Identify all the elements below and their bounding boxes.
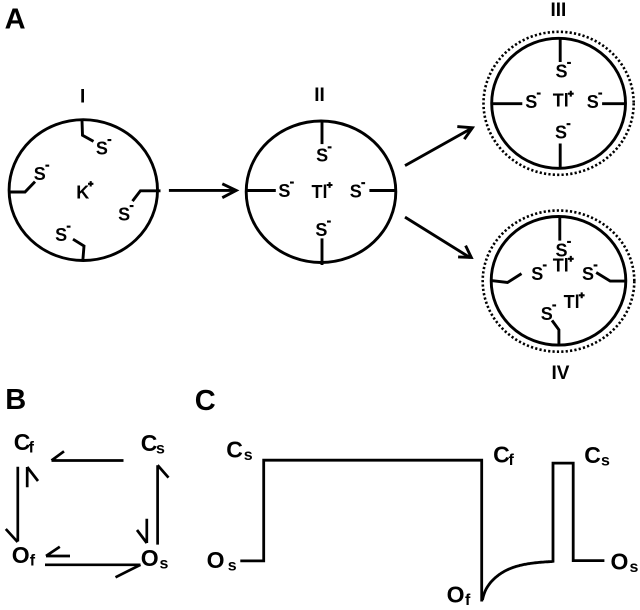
svg-text:II: II xyxy=(314,85,325,106)
svg-text:C: C xyxy=(493,442,510,468)
svg-text:f: f xyxy=(30,553,36,570)
svg-text:S: S xyxy=(96,138,108,158)
svg-text:S: S xyxy=(582,264,594,284)
svg-text:S: S xyxy=(587,92,599,112)
svg-text:S: S xyxy=(118,204,130,224)
svg-text:Tl: Tl xyxy=(564,292,580,312)
svg-text:C: C xyxy=(141,430,158,456)
svg-text:s: s xyxy=(601,453,610,470)
svg-text:S: S xyxy=(55,225,67,245)
svg-text:C: C xyxy=(226,437,243,463)
svg-text:s: s xyxy=(160,556,169,573)
svg-text:S: S xyxy=(525,92,537,112)
svg-text:S: S xyxy=(531,264,543,284)
svg-text:O: O xyxy=(207,547,225,573)
svg-text:S: S xyxy=(541,304,553,324)
svg-text:III: III xyxy=(551,0,567,21)
svg-text:s: s xyxy=(630,559,639,576)
svg-text:Tl: Tl xyxy=(553,91,569,111)
svg-text:S: S xyxy=(556,61,568,81)
svg-text:I: I xyxy=(80,86,85,107)
svg-text:C: C xyxy=(195,385,216,417)
svg-text:S: S xyxy=(34,164,46,184)
svg-text:O: O xyxy=(611,549,629,575)
svg-text:S: S xyxy=(315,220,327,240)
svg-text:K: K xyxy=(76,182,89,202)
svg-text:f: f xyxy=(465,592,471,609)
svg-text:C: C xyxy=(14,429,31,455)
svg-text:O: O xyxy=(141,545,159,571)
svg-text:Tl: Tl xyxy=(312,182,328,202)
svg-text:f: f xyxy=(29,440,35,457)
svg-text:Tl: Tl xyxy=(553,256,569,276)
svg-text:S: S xyxy=(555,123,567,143)
svg-text:f: f xyxy=(509,452,515,469)
svg-text:B: B xyxy=(5,384,26,416)
svg-text:S: S xyxy=(556,240,568,260)
svg-text:S: S xyxy=(316,146,328,166)
svg-text:C: C xyxy=(584,442,601,468)
svg-text:S: S xyxy=(278,181,290,201)
svg-text:s: s xyxy=(156,441,165,458)
svg-text:O: O xyxy=(12,542,30,568)
svg-text:s: s xyxy=(244,447,253,464)
svg-text:IV: IV xyxy=(552,363,570,384)
svg-text:S: S xyxy=(350,182,362,202)
svg-text:s: s xyxy=(228,557,237,574)
svg-text:A: A xyxy=(5,4,26,36)
svg-text:O: O xyxy=(447,582,465,608)
